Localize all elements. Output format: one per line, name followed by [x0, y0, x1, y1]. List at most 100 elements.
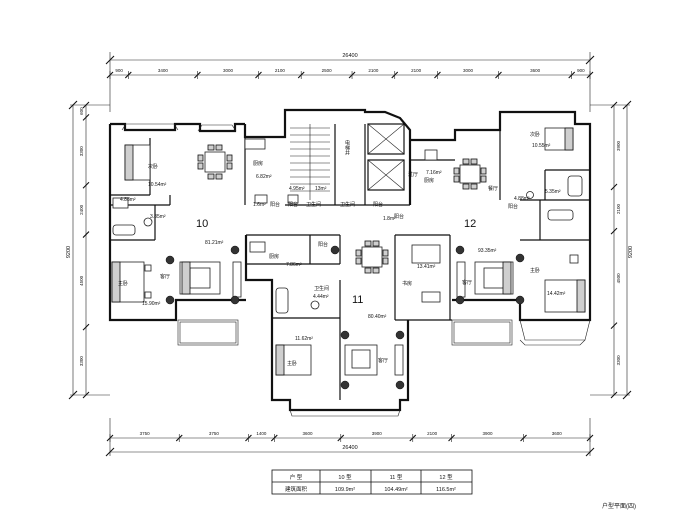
bottom-dimension-segment-label: 3600 — [552, 431, 563, 436]
table-header-11: 11 型 — [390, 473, 403, 481]
u12-bedroom2-name: 次卧 — [530, 131, 540, 138]
elevator-shaft-label: 电梯井 — [344, 139, 350, 156]
bottom-dimension-segment-label: 3900 — [372, 431, 383, 436]
u10-bath-b-area: 3.85m² — [150, 214, 166, 220]
table-header-12: 12 型 — [439, 473, 453, 481]
table-header-10: 10 型 — [338, 473, 352, 481]
u10-kitchen-name: 厨房 — [253, 160, 263, 167]
u11-balcony-name: 阳台 — [318, 241, 328, 248]
left-total-dimension: 9200 — [66, 246, 72, 258]
unit-number-10: 10 — [196, 218, 208, 230]
top-dimension-segment-label: 3400 — [158, 68, 169, 73]
unit-number-11: 11 — [352, 294, 363, 306]
u11-total-area: 80.40m² — [368, 314, 387, 320]
u12-master-area: 14.42m² — [547, 291, 566, 297]
core-label-d: 卫生间 — [340, 201, 355, 208]
right-dimension-segment-label: 3300 — [616, 355, 621, 366]
core-area-a: 1.6m² — [253, 202, 266, 208]
table-value-11: 104.49m² — [384, 487, 407, 493]
right-dimension-segment-label: 2100 — [616, 204, 621, 215]
bottom-dimension-segment-label: 3750 — [140, 431, 151, 436]
left-dimension-segment-label: 3300 — [79, 146, 84, 157]
u12-bath-b-area: 5.35m² — [545, 189, 561, 195]
left-dimension-tick — [82, 181, 90, 189]
right-dimension-segment-label: 4500 — [616, 273, 621, 284]
top-dimension-segment-label: 900 — [577, 68, 585, 73]
unit-number-12: 12 — [464, 218, 476, 230]
u10-bedroom2-name: 次卧 — [148, 163, 158, 170]
top-dimension-chain: 26400 900 3400 3000 2100 2500 2100 2100 3000 360… — [105, 52, 595, 112]
core-bath-area: 4.95m² — [289, 186, 305, 192]
right-dimension-tick — [610, 227, 618, 235]
u11-kitchen-name: 厨房 — [269, 253, 279, 260]
right-dimension-tick — [610, 322, 618, 330]
top-dimension-segment-label: 3600 — [530, 68, 541, 73]
u11-bath-name: 卫生间 — [314, 285, 329, 292]
u12-dining-name: 餐厅 — [488, 185, 498, 192]
right-dimension-segment-label: 3900 — [616, 140, 621, 151]
right-dimension-tick — [610, 391, 618, 399]
left-dimension-tick — [82, 113, 90, 121]
u12-master-name: 主卧 — [530, 267, 540, 274]
u12-bedroom2-area: 10.55m² — [532, 143, 551, 149]
core-stair-area: 13m² — [315, 186, 327, 192]
room-labels: 10 11 12 次卧 10.54m² 厨房 6.82m² 4.88m² 3.8… — [118, 131, 566, 367]
bottom-dimension-segment-label: 3900 — [483, 431, 494, 436]
top-dimension-segment-label: 2100 — [368, 68, 379, 73]
u10-kitchen-area: 6.82m² — [256, 174, 272, 180]
u12-kitchen-name: 厨房 — [424, 177, 434, 184]
u11-living-name: 客厅 — [378, 357, 388, 364]
left-dimension-tick — [82, 101, 90, 109]
right-dimension-tick — [610, 183, 618, 191]
u12-total-area: 93.35m² — [478, 248, 497, 254]
table-value-12: 116.5m² — [436, 487, 456, 493]
u11-study-area: 13.41m² — [417, 264, 436, 270]
u10-bath-a-area: 4.88m² — [120, 197, 136, 203]
bottom-dimension-segment-label: 1400 — [256, 431, 267, 436]
left-dimension-segment-label: 3300 — [79, 356, 84, 367]
exterior-walls — [108, 108, 592, 412]
core-label-e: 阳台 — [373, 201, 383, 208]
table-row-label: 建筑面积 — [285, 485, 308, 493]
left-dimension-segment-label: 2400 — [79, 204, 84, 215]
top-dimension-segment-label: 3000 — [223, 68, 234, 73]
core-area-b: 1.8m² — [383, 216, 396, 222]
bottom-dimension-segment-label: 3750 — [209, 431, 220, 436]
right-total-dimension: 9200 — [628, 246, 634, 258]
furniture — [111, 127, 586, 390]
top-dimension-segment-label: 3000 — [463, 68, 474, 73]
top-dimension-segment-label: 2100 — [411, 68, 422, 73]
bottom-total-dimension: 26400 — [342, 445, 357, 451]
u11-study-name: 书房 — [402, 280, 412, 287]
top-total-dimension: 26400 — [342, 53, 357, 59]
u12-hall-name: 过厅 — [408, 171, 418, 178]
core-label-a: 阳台 — [270, 201, 280, 208]
u10-bedroom2-area: 10.54m² — [148, 182, 167, 188]
core-label-f: 阳台 — [394, 213, 404, 220]
right-dimension-chain: 9200 3900 2100 4500 3300 — [590, 100, 634, 400]
top-dimension-segment-label: 2500 — [322, 68, 333, 73]
drawing-caption: 户型平面(四) — [602, 502, 636, 510]
u11-kitchen-area: 7.86m² — [286, 262, 302, 268]
u10-master-area: 15.90m² — [142, 301, 161, 307]
bay-windows — [121, 123, 591, 417]
table-header-type: 户 型 — [290, 473, 303, 481]
top-dimension-segment-label: 900 — [115, 68, 123, 73]
u10-living-name: 客厅 — [160, 273, 170, 280]
u12-bath-a-area: 4.88m² — [514, 196, 530, 202]
area-table: 户 型 10 型 11 型 12 型 建筑面积 109.9m² 104.49m²… — [271, 469, 473, 495]
top-dimension-segment-label: 2100 — [275, 68, 286, 73]
u11-bath-area: 4.44m² — [313, 294, 329, 300]
u12-living-name: 客厅 — [462, 279, 472, 286]
u11-master-area: 11.62m² — [295, 336, 313, 342]
left-dimension-tick — [82, 323, 90, 331]
u10-master-name: 主卧 — [118, 280, 128, 287]
core-label-c: 卫生间 — [306, 201, 321, 208]
core-label-b: 阳台 — [288, 201, 298, 208]
left-dimension-segment-label: 4500 — [79, 275, 84, 286]
left-dimension-tick — [82, 231, 90, 238]
left-dimension-tick — [82, 391, 90, 399]
